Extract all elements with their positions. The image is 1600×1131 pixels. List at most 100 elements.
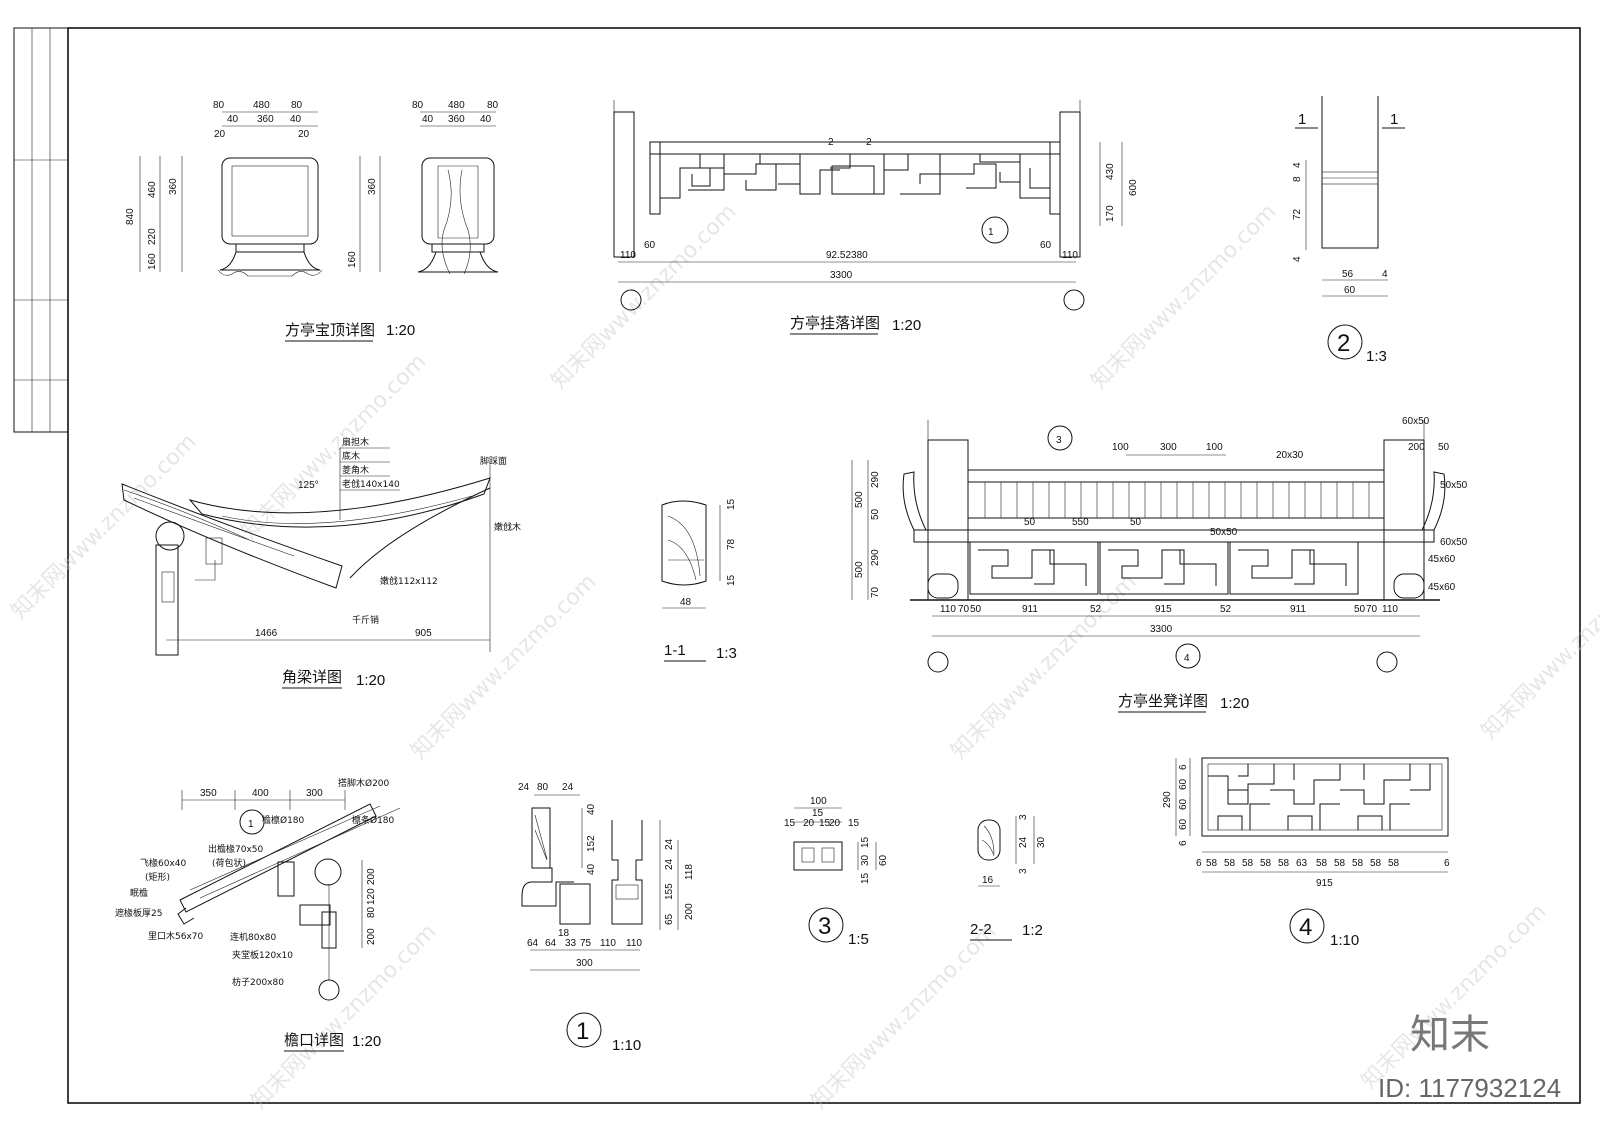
part-label: 出檐椽70x50 (208, 843, 264, 855)
watermark-text: 知末网www.znzmo.com (1477, 549, 1600, 744)
detail-2: 1 1 4 8 72 4 56 4 60 2 1:3 (1292, 96, 1405, 365)
dim-text: 58 (1334, 858, 1346, 869)
watermark-text: 知末网www.znzmo.com (807, 919, 1002, 1114)
dim-text: 58 (1352, 858, 1364, 869)
dim-text: 360 (168, 178, 179, 195)
dim-text: 15 (848, 818, 860, 829)
section-mark: 1 (1390, 111, 1398, 128)
dim-text: 4 (1292, 162, 1303, 168)
dim-text: 20 (803, 818, 815, 829)
dim-text: 152 (586, 835, 597, 852)
dim-text: 58 (1206, 858, 1218, 869)
dim-text: 200 (366, 868, 377, 885)
dim-text: 15 (860, 872, 871, 884)
gualuo-title: 方亭挂落详图 (790, 314, 880, 332)
dim-text: 75 (580, 938, 592, 949)
dim-text: 4 (1292, 256, 1303, 262)
dim-text: 220 (147, 228, 158, 245)
part-label: 嫩戗112x112 (380, 575, 438, 587)
part-label: 眠檐 (130, 887, 148, 899)
watermark-text: 知末网www.znzmo.com (947, 569, 1142, 764)
dim-text: 15 (812, 808, 824, 819)
dim-text: 160 (147, 253, 158, 270)
dim-text: 63 (1296, 858, 1308, 869)
part-label: 檩条Ø180 (352, 814, 395, 826)
section-1-1-title: 1-1 (664, 642, 686, 659)
dim-text: 360 (367, 178, 378, 195)
dim-text: 20 (214, 129, 226, 140)
detail-ref-3: 3 (1056, 435, 1062, 446)
dim-text: 60 (1344, 285, 1356, 296)
part-label: (荷包状) (212, 857, 246, 869)
dim-text: 15 (860, 836, 871, 848)
dim-text: 64 (545, 938, 557, 949)
detail-ref-2: 1 (988, 227, 994, 238)
dim-text: 70 (1366, 604, 1378, 615)
detail-3: 100 15 15 20 15 20 15 15 30 15 60 3 1:5 (784, 796, 889, 948)
part-label: 遮椽板厚25 (115, 907, 162, 919)
brand-logo-text: 知末 (1410, 1012, 1490, 1058)
baoding-detail: 80 480 80 40 360 40 20 20 80 480 80 40 3… (125, 100, 499, 342)
dim-text: 360 (448, 114, 465, 125)
part-label: 嫩戗木 (494, 521, 521, 533)
dim-text: 40 (422, 114, 434, 125)
dim-text: 60x50 (1402, 416, 1430, 427)
watermark-text: 知末网www.znzmo.com (237, 349, 432, 544)
part-label: 千斤销 (352, 614, 379, 626)
dim-text: 15 (726, 498, 737, 510)
dim-text: 58 (1242, 858, 1254, 869)
dim-text: 40 (227, 114, 239, 125)
gualuo-detail: 110 60 92.52380 60 110 3300 430 600 170 … (613, 100, 1139, 335)
dim-text: 430 (1105, 163, 1116, 180)
part-label: 搭脚木Ø200 (338, 777, 390, 789)
section-mark: 2 (866, 137, 872, 148)
dim-text: 600 (1128, 179, 1139, 196)
dim-text: 15 (784, 818, 796, 829)
yankou-scale: 1:20 (352, 1033, 381, 1050)
baoding-scale: 1:20 (386, 322, 415, 339)
dim-text: 360 (257, 114, 274, 125)
dim-text: 50 (1438, 442, 1450, 453)
sheet-frame (13, 27, 1581, 1104)
dim-text: 6 (1178, 764, 1189, 770)
dim-text: 3 (1018, 814, 1029, 820)
watermark-text: 知末网www.znzmo.com (7, 429, 202, 624)
detail-1-scale: 1:10 (612, 1037, 641, 1054)
dim-text: 200 (684, 903, 695, 920)
dim-text: 170 (1105, 205, 1116, 222)
dim-text: 64 (527, 938, 539, 949)
zuodeng-detail: 500 290 50 500 290 70 100 300 100 20x30 … (851, 416, 1468, 713)
dim-text: 110 (1382, 604, 1398, 615)
dim-text: 40 (480, 114, 492, 125)
dim-text: 50 (1354, 604, 1366, 615)
part-label: 檐檩Ø180 (262, 814, 305, 826)
dim-text: 3 (1018, 868, 1029, 874)
yankou-detail: 350 400 300 1 200 120 80 200 搭脚木Ø200 檐檩Ø… (115, 777, 401, 1052)
detail-4-label: 4 (1299, 914, 1312, 941)
dim-text: 50x50 (1210, 527, 1238, 538)
dim-text: 290 (870, 471, 881, 488)
detail-ref-4: 4 (1184, 653, 1190, 664)
detail-3-scale: 1:5 (848, 931, 869, 948)
part-label: 枋子200x80 (232, 976, 284, 988)
dim-text: 20 (829, 818, 841, 829)
dim-text: 840 (125, 208, 136, 225)
dim-text: 290 (870, 549, 881, 566)
dim-text: 60 (878, 854, 889, 866)
dim-text: 58 (1260, 858, 1272, 869)
section-mark: 2 (828, 137, 834, 148)
part-label: 连机80x80 (230, 931, 277, 943)
part-label: 底木 (342, 450, 360, 462)
dim-text: 160 (347, 251, 358, 268)
dim-text: 120 (366, 888, 377, 905)
resource-id: ID: 1177932124 (1378, 1073, 1561, 1103)
watermark-text: 知末网www.znzmo.com (247, 919, 442, 1114)
dim-text: 300 (306, 788, 323, 799)
dim-text: 78 (726, 538, 737, 550)
dim-text: 80 (537, 782, 549, 793)
dim-text: 110 (620, 250, 636, 261)
dim-text: 110 (940, 604, 956, 615)
dim-text: 905 (415, 628, 432, 639)
dim-text: 58 (1316, 858, 1328, 869)
